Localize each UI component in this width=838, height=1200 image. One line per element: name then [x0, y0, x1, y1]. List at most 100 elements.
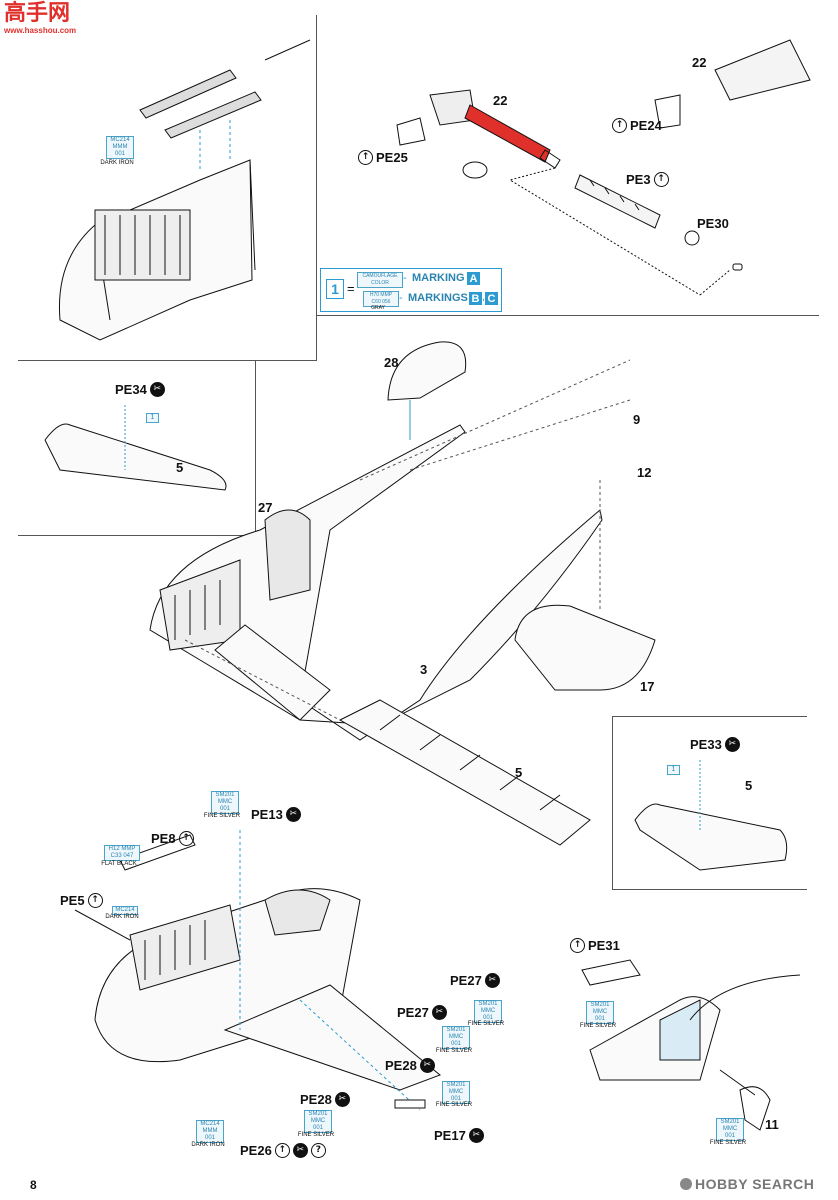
- pe5-callout: PE5 ↑: [60, 893, 103, 908]
- color-callout-box: SM201 MMC 001: [716, 1118, 744, 1141]
- color-callout-box: MC214 MMM 001: [106, 136, 134, 159]
- cut-icon: ✂: [724, 737, 740, 752]
- color-callout-box: H12 MMP C33 047: [104, 845, 140, 861]
- pe13-callout: PE13 ✂: [251, 807, 301, 822]
- pe25-callout: ↑ PE25: [358, 150, 408, 165]
- part-22-label: 22: [692, 55, 707, 70]
- marking-legend: 1 = CAMOUFLAGE COLOR - MARKING A H70 MMP…: [320, 268, 502, 312]
- flip-icon: ↑: [570, 938, 585, 953]
- pe8-label: PE8: [151, 831, 176, 846]
- color-callout-box: MC214: [112, 906, 138, 915]
- brand-logo-icon: [680, 1178, 692, 1190]
- cut-icon: ✂: [149, 382, 165, 397]
- color-callout-label: FINE SILVER: [467, 1021, 505, 1027]
- pe27-callout: PE27 ✂: [450, 973, 500, 988]
- legend-dash-2: -: [399, 292, 403, 304]
- pe30-callout: PE30: [697, 216, 729, 231]
- pe27-label: PE27: [397, 1005, 429, 1020]
- pe34-marking-box: 1: [146, 413, 159, 423]
- color-callout-box: SM201 MMC 001: [442, 1026, 470, 1049]
- question-icon: ?: [310, 1143, 326, 1158]
- pe13-label: PE13: [251, 807, 283, 822]
- flip-icon: ↑: [612, 118, 627, 133]
- legend-gray-label: GRAY: [371, 305, 385, 311]
- color-callout-box: SM201 MMC 001: [304, 1110, 332, 1133]
- color-callout-box: SM201 MMC 001: [586, 1001, 614, 1024]
- pe33-marking-box: 1: [667, 765, 680, 775]
- page-number: 8: [30, 1178, 37, 1192]
- part-17-label: 17: [640, 679, 655, 694]
- legend-markings-label: MARKINGS: [408, 292, 468, 304]
- pe5-label: PE5: [60, 893, 85, 908]
- legend-equals: =: [347, 281, 355, 296]
- pe34-label: PE34: [115, 382, 147, 397]
- color-callout-label: FINE SILVER: [435, 1102, 473, 1108]
- pe28-callout: PE28 ✂: [385, 1058, 435, 1073]
- pe31-callout: ↑ PE31: [570, 938, 620, 953]
- cut-icon: ✂: [334, 1092, 350, 1107]
- color-callout-box: SM201 MMC 001: [442, 1081, 470, 1104]
- pe3-label: PE3: [626, 172, 651, 187]
- pe34-callout: PE34 ✂: [115, 382, 165, 397]
- pe33-callout: PE33 ✂: [690, 737, 740, 752]
- pe27-callout: PE27 ✂: [397, 1005, 447, 1020]
- watermark-url: www.hasshou.com: [4, 26, 77, 35]
- legend-badge-c: C: [485, 292, 498, 305]
- color-callout-label: DARK IRON: [105, 914, 139, 920]
- pe33-label: PE33: [690, 737, 722, 752]
- color-callout-box: MC214 MMM 001: [196, 1120, 224, 1143]
- watermark-chars: 高手网: [4, 1, 71, 26]
- color-callout-label: FINE SILVER: [435, 1048, 473, 1054]
- pe24-callout: ↑ PE24: [612, 118, 662, 133]
- pe3-callout: PE3 ↑: [626, 172, 669, 187]
- legend-badge-b: B: [469, 292, 482, 305]
- pe27-label: PE27: [450, 973, 482, 988]
- panel-left-detail: [18, 360, 256, 536]
- color-callout-label: FLAT BLACK: [101, 861, 137, 867]
- part-12-label: 12: [637, 465, 652, 480]
- part-3-label: 3: [420, 662, 428, 677]
- color-callout-label: FINE SILVER: [203, 813, 241, 819]
- part-22-label: 22: [493, 93, 508, 108]
- flip-icon: ↑: [358, 150, 373, 165]
- color-callout-label: FINE SILVER: [709, 1140, 747, 1146]
- cut-icon: ✂: [292, 1143, 308, 1158]
- legend-gray-box-a: H70 MMP C60 056: [363, 291, 399, 307]
- part-5-label: 5: [515, 765, 523, 780]
- part-27-label: 27: [258, 500, 273, 515]
- pe25-label: PE25: [376, 150, 408, 165]
- flip-icon: ↑: [178, 831, 194, 846]
- cut-icon: ✂: [285, 807, 301, 822]
- part-9-label: 9: [633, 412, 641, 427]
- pe8-callout: PE8 ↑: [151, 831, 194, 846]
- legend-badge-a: A: [467, 272, 480, 285]
- pe28-callout: PE28 ✂: [300, 1092, 350, 1107]
- legend-dash-1: -: [403, 272, 407, 284]
- pe26-callout: PE26 ↑ ✂ ?: [240, 1143, 326, 1158]
- color-callout-label: FINE SILVER: [579, 1023, 617, 1029]
- pe26-label: PE26: [240, 1143, 272, 1158]
- pe31-label: PE31: [588, 938, 620, 953]
- part-5-label: 5: [176, 460, 184, 475]
- flip-icon: ↑: [653, 172, 669, 187]
- brand-name: HOBBY SEARCH: [695, 1176, 815, 1192]
- flip-icon: ↑: [274, 1143, 290, 1158]
- part-28-label: 28: [384, 355, 399, 370]
- brand-watermark: HOBBY SEARCH: [680, 1176, 814, 1192]
- cut-icon: ✂: [468, 1128, 484, 1143]
- color-callout-box: SM201 MMC 001: [474, 1000, 502, 1023]
- panel-top-right: [316, 15, 819, 316]
- site-watermark: 高手网 www.hasshou.com: [4, 1, 77, 36]
- color-callout-box: SM201 MMC 001: [211, 791, 239, 814]
- legend-number: 1: [326, 279, 344, 299]
- pe28-label: PE28: [300, 1092, 332, 1107]
- pe24-label: PE24: [630, 118, 662, 133]
- panel-right-detail: [612, 716, 807, 890]
- part-11-label: 11: [765, 1117, 779, 1132]
- color-callout-label: FINE SILVER: [297, 1132, 335, 1138]
- legend-marking-label: MARKING: [412, 272, 465, 284]
- color-callout-label: DARK IRON: [100, 160, 134, 166]
- legend-camo-box: CAMOUFLAGE COLOR: [357, 272, 403, 288]
- cut-icon: ✂: [484, 973, 500, 988]
